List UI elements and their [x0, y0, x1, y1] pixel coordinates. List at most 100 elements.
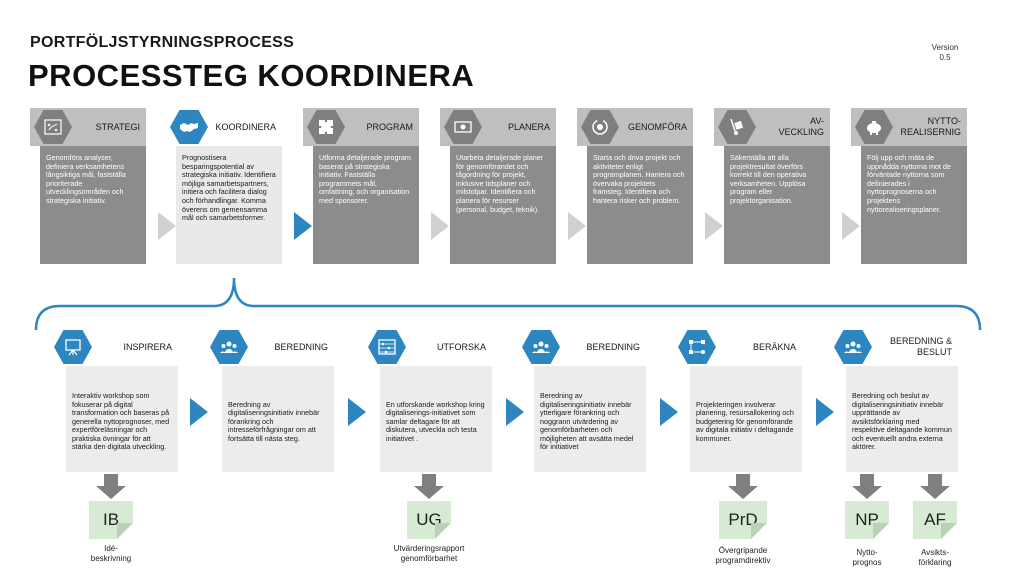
substep-header: BERÄKNA [676, 328, 802, 366]
step-header: PLANERA [440, 108, 556, 146]
substep-text: Interaktiv workshop som fokuserar på dig… [72, 390, 170, 452]
substep-header: BEREDNING [208, 328, 334, 366]
version-label: Version 0.5 [920, 43, 970, 63]
substep-label: BEREDNING [274, 341, 328, 352]
substep-utforska[interactable]: UTFORSKA En utforskande workshop kring d… [366, 328, 492, 472]
strategy-board-icon [34, 110, 72, 144]
step-label-line: AV- [810, 116, 824, 126]
document-ug[interactable]: UG [407, 501, 451, 539]
piggy-bank-icon [855, 110, 893, 144]
caption-line: Avsikts- [921, 548, 949, 557]
document-prd[interactable]: PrD [719, 501, 767, 539]
document-code: PrD [728, 510, 758, 529]
group-icon [210, 330, 248, 364]
step-avveckling[interactable]: AV- VECKLING Säkerställa att alla projek… [714, 108, 830, 264]
step-description: Följ upp och mäta de uppnådda nyttorna m… [861, 146, 967, 264]
arrow-down [96, 474, 126, 500]
substep-header: BEREDNING [520, 328, 646, 366]
substep-label: BEREDNING [586, 341, 640, 352]
group-icon [522, 330, 560, 364]
document-np[interactable]: NP [845, 501, 889, 539]
page-subtitle: PORTFÖLJSTYRNINGSPROCESS [30, 34, 295, 51]
step-header: KOORDINERA [166, 108, 282, 146]
substep-text: Beredning av digitaliseringsinitiativ in… [540, 390, 634, 452]
substep-description: En utforskande workshop kring digitalise… [380, 366, 492, 472]
substep-label: BEREDNING & BESLUT [890, 336, 952, 358]
step-genomfora[interactable]: GENOMFÖRA Starta och driva projekt och a… [577, 108, 693, 264]
substep-description: Beredning av digitaliseringsinitiativ in… [534, 366, 646, 472]
substep-label: UTFORSKA [436, 341, 486, 352]
arrow-right [158, 212, 176, 240]
caption-line: Övergripande [718, 546, 768, 555]
substep-inspirera[interactable]: INSPIRERA Interaktiv workshop som fokuse… [52, 328, 178, 472]
puzzle-icon [307, 110, 345, 144]
step-planera[interactable]: PLANERA Utarbeta detaljerade planer för … [440, 108, 556, 264]
gear-cycle-icon [581, 110, 619, 144]
substep-beredning-beslut[interactable]: BEREDNING & BESLUT Beredning och beslut … [832, 328, 958, 472]
hand-truck-icon [718, 110, 756, 144]
document-caption: Nytto- prognos [832, 548, 902, 568]
version-number: 0.5 [939, 53, 951, 62]
step-header: STRATEGI [30, 108, 146, 146]
caption-line: prognos [852, 558, 882, 567]
substep-description: Beredning av digitaliseringsinitiativ in… [222, 366, 334, 472]
step-label: GENOMFÖRA [627, 121, 687, 132]
page-title: PROCESSTEG KOORDINERA [28, 58, 475, 93]
step-description: Utarbeta detaljerade planer för genomför… [450, 146, 556, 264]
substep-berakna[interactable]: BERÄKNA Projekteringen involverar planer… [676, 328, 802, 472]
caption-line: beskrivning [90, 554, 132, 563]
step-koordinera[interactable]: KOORDINERA Prognostisera besparingspoten… [166, 108, 282, 264]
substep-header: UTFORSKA [366, 328, 492, 366]
step-label: NYTTO- REALISERNIG [900, 116, 961, 138]
substep-label-line: BEREDNING & [889, 336, 952, 346]
substep-description: Projekteringen involverar planering, res… [690, 366, 802, 472]
substep-text: En utforskande workshop kring digitalise… [386, 399, 485, 443]
step-strategi[interactable]: STRATEGI Genomföra analyser, definiera v… [30, 108, 146, 264]
arrow-right [294, 212, 312, 240]
substep-label: INSPIRERA [123, 341, 172, 352]
document-af[interactable]: AF [913, 501, 957, 539]
document-code: UG [416, 510, 442, 529]
document-caption: Övergripande programdirektiv [698, 546, 788, 566]
substep-text: Beredning av digitaliseringsinitiativ in… [228, 399, 320, 443]
arrow-right [660, 398, 678, 426]
substep-label: BERÄKNA [752, 341, 796, 352]
step-label: AV- VECKLING [778, 116, 824, 138]
abacus-icon [368, 330, 406, 364]
group-icon [834, 330, 872, 364]
caption-line: Utvärderingsrapport [393, 544, 465, 553]
step-description: Utforma detaljerade program baserat på s… [313, 146, 419, 264]
substep-description: Interaktiv workshop som fokuserar på dig… [66, 366, 178, 472]
substep-beredning-1[interactable]: BEREDNING Beredning av digitaliseringsin… [208, 328, 334, 472]
arrow-down [414, 474, 444, 500]
step-description: Prognostisera besparingspotential av str… [176, 146, 282, 264]
step-label-line: REALISERNIG [900, 127, 961, 137]
arrow-right [190, 398, 208, 426]
handshake-icon [170, 110, 208, 144]
step-program[interactable]: PROGRAM Utforma detaljerade program base… [303, 108, 419, 264]
document-caption: Avsikts- förklaring [900, 548, 970, 568]
caption-line: förklaring [918, 558, 952, 567]
step-header: NYTTO- REALISERNIG [851, 108, 967, 146]
arrow-down [920, 474, 950, 500]
substep-header: BEREDNING & BESLUT [832, 328, 958, 366]
step-nyttorealisering[interactable]: NYTTO- REALISERNIG Följ upp och mäta de … [851, 108, 967, 264]
step-description: Säkerställa att alla projektresultat öve… [724, 146, 830, 264]
step-label: KOORDINERA [215, 121, 276, 132]
flowchart-icon [678, 330, 716, 364]
document-ib[interactable]: IB [89, 501, 133, 539]
caption-line: Nytto- [856, 548, 878, 557]
substep-description: Beredning och beslut av digitaliseringsi… [846, 366, 958, 472]
substep-text: Beredning och beslut av digitaliseringsi… [852, 390, 952, 452]
arrow-right [705, 212, 723, 240]
presentation-board-icon [54, 330, 92, 364]
substep-beredning-2[interactable]: BEREDNING Beredning av digitaliseringsin… [520, 328, 646, 472]
arrow-down [852, 474, 882, 500]
substep-text: Projekteringen involverar planering, res… [696, 399, 794, 443]
arrow-right [506, 398, 524, 426]
document-code: IB [102, 510, 120, 529]
step-description: Genomföra analyser, definiera verksamhet… [40, 146, 146, 264]
arrow-right [842, 212, 860, 240]
arrow-right [431, 212, 449, 240]
step-label: PLANERA [507, 121, 550, 132]
